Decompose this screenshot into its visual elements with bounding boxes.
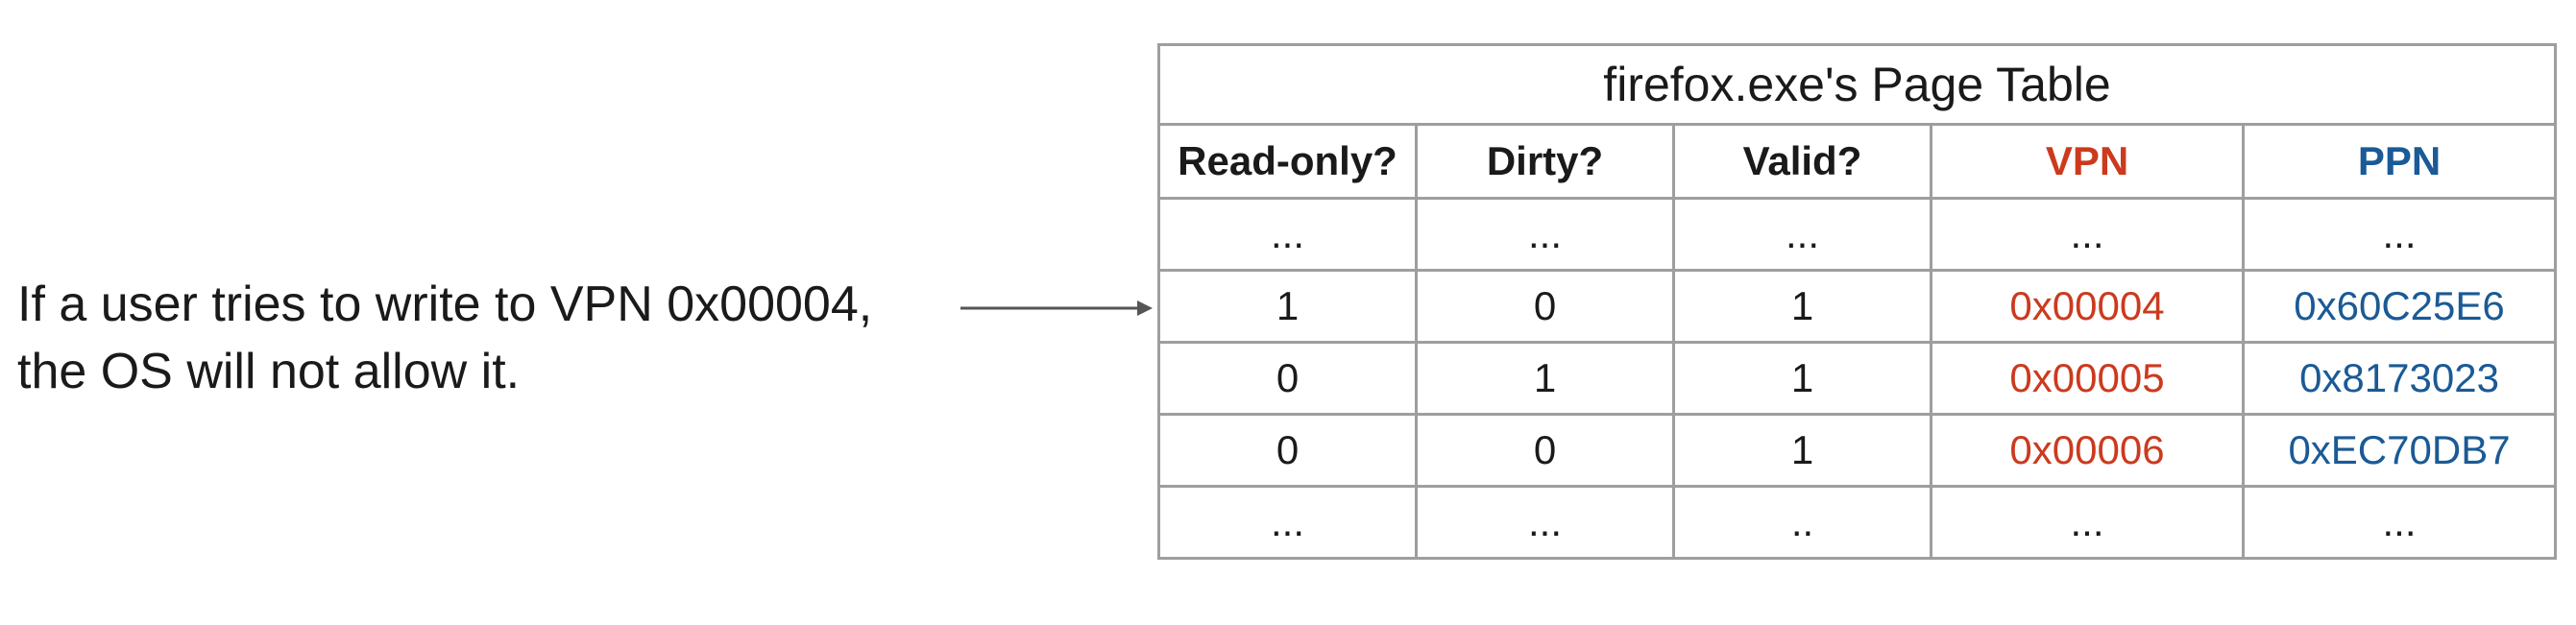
cell-dirty: 0 <box>1415 269 1675 344</box>
cell-vpn: ... <box>1930 485 2245 560</box>
page-table-title: firefox.exe's Page Table <box>1157 43 2557 126</box>
page-table: firefox.exe's Page Table Read-only? Dirt… <box>1157 43 2557 560</box>
cell-dirty: ... <box>1415 485 1675 560</box>
annotation-line-1: If a user tries to write to VPN 0x00004, <box>17 276 873 332</box>
header-read-only: Read-only? <box>1157 123 1418 200</box>
cell-vpn: 0x00004 <box>1930 269 2245 344</box>
cell-valid: ... <box>1672 197 1932 272</box>
header-vpn: VPN <box>1930 123 2245 200</box>
header-dirty: Dirty? <box>1415 123 1675 200</box>
cell-read-only: 0 <box>1157 413 1418 488</box>
cell-ppn: ... <box>2242 485 2557 560</box>
cell-read-only: 1 <box>1157 269 1418 344</box>
cell-vpn: 0x00006 <box>1930 413 2245 488</box>
header-valid: Valid? <box>1672 123 1932 200</box>
annotation-line-2: the OS will not allow it. <box>17 344 521 399</box>
cell-vpn: 0x00005 <box>1930 341 2245 416</box>
cell-ppn: 0xEC70DB7 <box>2242 413 2557 488</box>
cell-read-only: ... <box>1157 485 1418 560</box>
cell-dirty: 0 <box>1415 413 1675 488</box>
cell-read-only: ... <box>1157 197 1418 272</box>
cell-ppn: 0x60C25E6 <box>2242 269 2557 344</box>
cell-dirty: ... <box>1415 197 1675 272</box>
table-row: ... ... ... ... ... <box>1157 197 2557 272</box>
arrow-right-icon <box>960 300 1153 316</box>
cell-valid: 1 <box>1672 269 1932 344</box>
cell-ppn: 0x8173023 <box>2242 341 2557 416</box>
table-row: 0 1 1 0x00005 0x8173023 <box>1157 341 2557 416</box>
table-row: 0 0 1 0x00006 0xEC70DB7 <box>1157 413 2557 488</box>
annotation-text: If a user tries to write to VPN 0x00004,… <box>17 271 872 405</box>
cell-vpn: ... <box>1930 197 2245 272</box>
cell-read-only: 0 <box>1157 341 1418 416</box>
cell-valid: .. <box>1672 485 1932 560</box>
header-ppn: PPN <box>2242 123 2557 200</box>
cell-valid: 1 <box>1672 341 1932 416</box>
table-row: ... ... .. ... ... <box>1157 485 2557 560</box>
cell-valid: 1 <box>1672 413 1932 488</box>
cell-ppn: ... <box>2242 197 2557 272</box>
table-row: 1 0 1 0x00004 0x60C25E6 <box>1157 269 2557 344</box>
cell-dirty: 1 <box>1415 341 1675 416</box>
